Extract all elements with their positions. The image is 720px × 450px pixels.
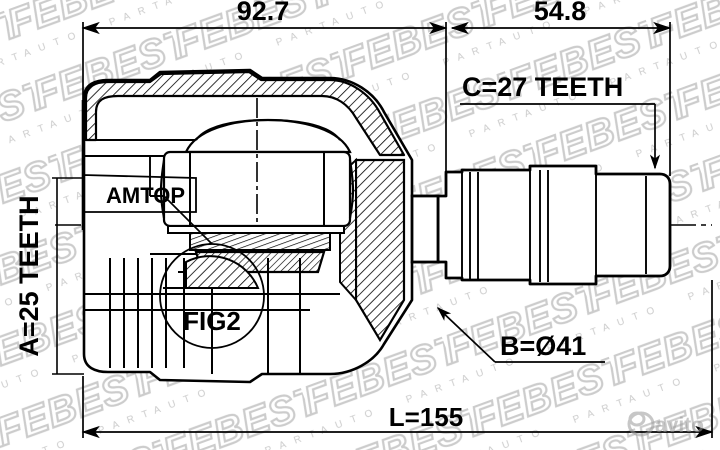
- shaft-spline-lines: [461, 168, 647, 284]
- dimension-C-27-teeth-label: C=27 TEETH: [462, 72, 623, 102]
- amtop-stamp-box: [83, 174, 197, 213]
- dimension-54-8-label: 54.8: [534, 0, 587, 26]
- dimension-92-7-label: 92.7: [237, 0, 290, 26]
- fig2-detail-circle: [159, 195, 265, 349]
- dimension-54-8: [450, 21, 672, 176]
- dimension-B-leader: [436, 306, 605, 363]
- dimension-C-27-leader: [460, 103, 661, 170]
- bearing-shoulder: [410, 194, 440, 264]
- dimension-L-155-label: L=155: [389, 402, 463, 432]
- tripod-roller-assembly: [159, 98, 355, 240]
- output-shaft: [436, 164, 672, 286]
- dimension-B-diameter-label: B=Ø41: [500, 331, 586, 361]
- dimension-A-25-teeth-label: A=25 TEETH: [14, 195, 44, 356]
- dimension-L-155: [81, 280, 714, 439]
- housing-section-hatch-top: [84, 70, 406, 157]
- dimension-A-25-teeth: [52, 177, 84, 375]
- dimension-92-7: [81, 21, 448, 172]
- avito-watermark-label: avito: [655, 414, 704, 437]
- fig2-detail-label: FIG2: [183, 306, 241, 336]
- inner-spline-shaft: [109, 258, 301, 374]
- avito-watermark: avito: [627, 411, 704, 437]
